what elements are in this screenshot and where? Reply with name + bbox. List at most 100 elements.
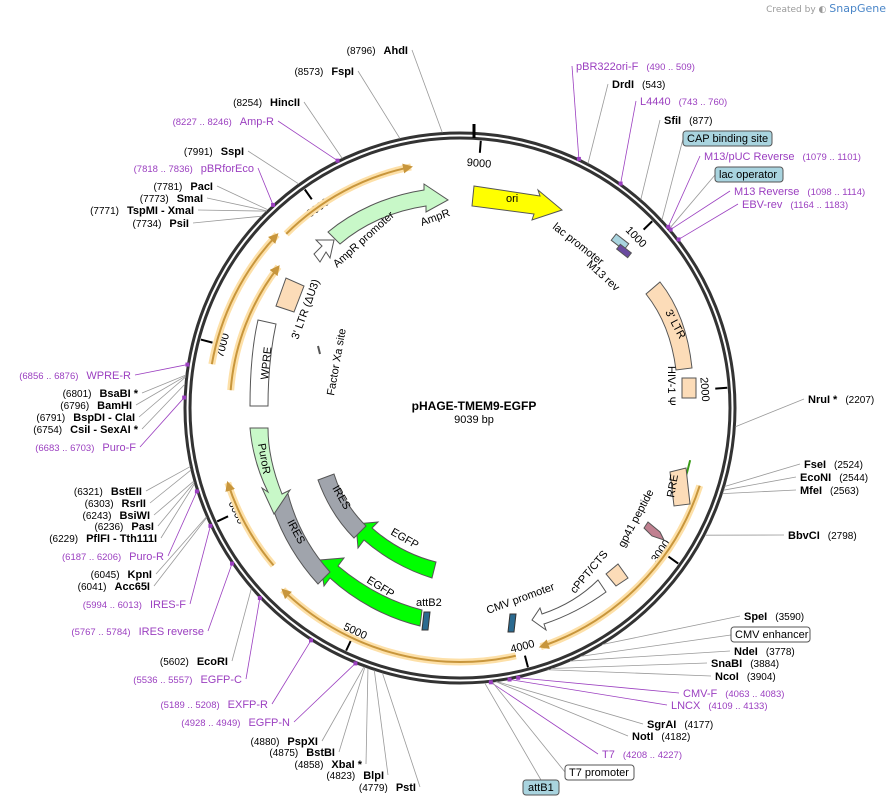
feature-hiv-psi[interactable]: HIV-1 Ψ (665, 366, 697, 406)
enzyme-label[interactable]: FseI(2524) (804, 459, 863, 471)
feature-attb2[interactable]: attB2 (416, 597, 517, 633)
primer-label[interactable]: (7818 .. 7836)pBRforEco (134, 163, 254, 175)
feature-lac-promoter[interactable]: lac promoter M13 rev (550, 221, 633, 294)
enzyme-label[interactable]: (4880)PspXI (251, 736, 318, 748)
primer-label[interactable]: (5536 .. 5557)EGFP-C (133, 674, 242, 686)
feature-ori[interactable]: ori (471, 185, 564, 221)
t7-promoter-tag[interactable]: T7 promoter (564, 764, 635, 781)
feature-gp41[interactable]: gp41 peptide (616, 488, 665, 550)
enzyme-label[interactable]: (6236)PasI (94, 521, 154, 533)
enzyme-label[interactable]: SpeI(3590) (744, 611, 804, 623)
enzyme-label[interactable]: (6045)KpnI (91, 569, 152, 581)
enzyme-label[interactable]: (6303)RsrII (85, 498, 146, 510)
leader-line (571, 65, 580, 159)
tag-leader-line (492, 681, 566, 773)
cmv-enhancer-tag[interactable]: CMV enhancer (730, 626, 811, 643)
primer-name: IRES reverse (139, 626, 204, 638)
enzyme-label[interactable]: SgrAI(4177) (647, 719, 713, 731)
site-coordinate: (2544) (839, 473, 868, 484)
enzyme-label[interactable]: (7734)PsiI (133, 218, 189, 230)
site-coordinate: (4858) (295, 760, 324, 771)
primer-name: EXFP-R (228, 699, 268, 711)
primer-label[interactable]: T7(4208 .. 4227) (602, 749, 682, 761)
enzyme-label[interactable]: EcoNI(2544) (800, 472, 868, 484)
site-coordinate: (7771) (90, 206, 119, 217)
enzyme-label[interactable]: (6243)BsiWI (83, 510, 150, 522)
enzyme-label[interactable]: BbvCI(2798) (788, 530, 857, 542)
enzyme-label[interactable]: (6791)BspDI - ClaI (36, 412, 135, 424)
primer-label[interactable]: (6683 .. 6703)Puro-F (35, 442, 136, 454)
enzyme-label[interactable]: (8796)AhdI (347, 45, 408, 57)
enzyme-label[interactable]: (6321)BstEII (74, 486, 142, 498)
enzyme-label[interactable]: (6041)Acc65I (78, 581, 150, 593)
primer-label[interactable]: (4928 .. 4949)EGFP-N (181, 717, 290, 729)
primer-label[interactable]: (6856 .. 6876)WPRE-R (19, 370, 131, 382)
enzyme-label[interactable]: (7771)TspMI - XmaI (90, 205, 194, 217)
enzyme-label[interactable]: NdeI(3778) (734, 646, 795, 658)
feature-wpre[interactable]: WPRE (249, 319, 277, 407)
feature-3-ltr[interactable]: 3' LTR (645, 281, 693, 371)
feature-egfp-1[interactable]: EGFP (319, 557, 423, 627)
enzyme-label[interactable]: (4875)BstBI (269, 747, 335, 759)
primer-label[interactable]: LNCX(4109 .. 4133) (671, 700, 768, 712)
attb1-tag[interactable]: attB1 (522, 779, 560, 796)
leader-line (155, 516, 207, 575)
leader-line (216, 185, 269, 211)
cap-binding-site-tag[interactable]: CAP binding site (682, 130, 773, 147)
site-coordinate: (8573) (294, 67, 323, 78)
enzyme-label[interactable]: (7991)SspI (184, 146, 244, 158)
primer-label[interactable]: L4440(743 .. 760) (640, 96, 727, 108)
feature-ires-1[interactable]: IRES (269, 493, 331, 585)
cmv-promoter-label: CMV promoter (485, 581, 557, 617)
enzyme-label[interactable]: (6796)BamHI (60, 400, 132, 412)
primer-label[interactable]: pBR322ori-F(490 .. 509) (576, 61, 695, 73)
site-coordinate: (8227 .. 8246) (173, 117, 232, 128)
primer-mark (668, 227, 673, 232)
primer-label[interactable]: CMV-F(4063 .. 4083) (683, 688, 784, 700)
feature-factor-xa[interactable]: Factor Xa site (317, 328, 349, 397)
feature-puror[interactable]: PuroR (249, 427, 292, 516)
primer-label[interactable]: (5994 .. 6013)IRES-F (83, 599, 186, 611)
gp41-arrow (643, 521, 665, 541)
enzyme-label[interactable]: (4823)BlpI (326, 770, 384, 782)
primer-label[interactable]: (5767 .. 5784)IRES reverse (71, 626, 204, 638)
enzyme-label[interactable]: NotI(4182) (632, 731, 690, 743)
lac-operator-tag[interactable]: lac operator (714, 166, 784, 183)
primer-label[interactable]: M13/pUC Reverse(1079 .. 1101) (704, 151, 861, 163)
feature-egfp-2[interactable]: EGFP (355, 521, 437, 579)
feature-ires-2[interactable]: IRES (317, 473, 367, 539)
enzyme-label[interactable]: MfeI(2563) (800, 485, 859, 497)
factor-xa-mark (317, 345, 321, 355)
enzyme-label[interactable]: (7773)SmaI (140, 193, 203, 205)
enzyme-label[interactable]: (8573)FspI (294, 66, 354, 78)
enzyme-label[interactable]: (4779)PstI (359, 782, 416, 794)
primer-label[interactable]: (8227 .. 8246)Amp-R (173, 116, 274, 128)
leader-line (723, 476, 797, 491)
enzyme-label[interactable]: DrdI(543) (612, 79, 665, 91)
enzyme-label[interactable]: (6801)BsaBI * (63, 388, 139, 400)
enzyme-label[interactable]: (7781)PacI (153, 181, 213, 193)
enzyme-label[interactable]: (6229)PflFI - Tth111I (49, 533, 157, 545)
leader-line (138, 376, 187, 418)
tick-mark (642, 220, 653, 231)
feature-ltr-du3[interactable]: 3' LTR (ΔU3) (275, 277, 322, 341)
primer-label[interactable]: M13 Reverse(1098 .. 1114) (734, 186, 865, 198)
primer-label[interactable]: (6187 .. 6206)Puro-R (62, 551, 164, 563)
enzyme-label[interactable]: (4858)XbaI * (295, 759, 363, 771)
enzyme-label[interactable]: (6754)CsiI - SexAI * (33, 424, 138, 436)
enzyme-label[interactable]: NcoI(3904) (715, 671, 776, 683)
enzyme-label[interactable]: SnaBI(3884) (711, 658, 779, 670)
enzyme-label[interactable]: (5602)EcoRI (160, 656, 228, 668)
feature-rre[interactable]: RRE (665, 467, 691, 507)
enzyme-label[interactable]: SfiI(877) (664, 115, 712, 127)
site-coordinate: (6236) (94, 522, 123, 533)
leader-line (667, 155, 701, 227)
leader-line (587, 83, 609, 164)
primer-label[interactable]: (5189 .. 5208)EXFP-R (161, 699, 269, 711)
enzyme-label[interactable]: NruI *(2207) (808, 394, 874, 406)
enzyme-label[interactable]: (8254)HincII (233, 97, 300, 109)
backbone-inner-ring (188, 136, 732, 680)
primer-label[interactable]: EBV-rev(1164 .. 1183) (742, 199, 848, 211)
primer-name: T7 (602, 749, 615, 761)
